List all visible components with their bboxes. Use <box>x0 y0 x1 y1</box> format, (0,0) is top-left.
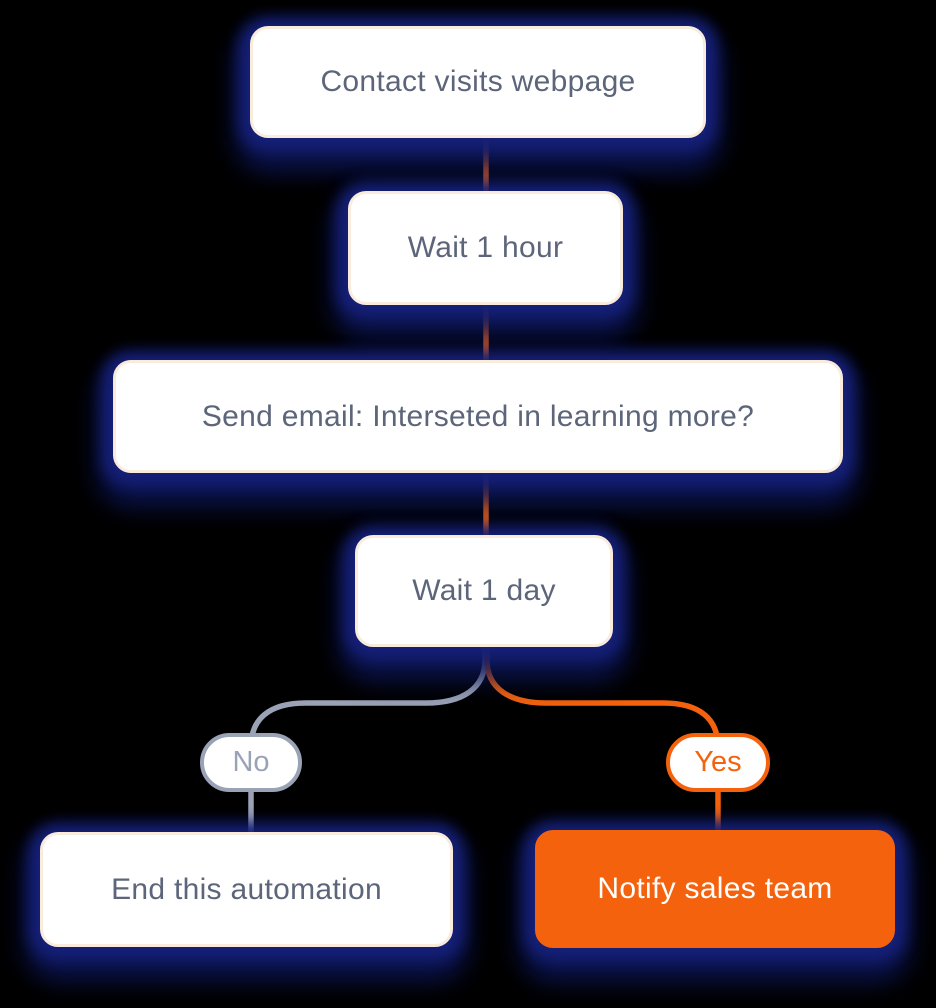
node-notify-sales-team-label: Notify sales team <box>597 872 833 905</box>
node-send-email-label: Send email: Interseted in learning more? <box>201 399 755 433</box>
node-wait-1-day-label: Wait 1 day <box>412 574 556 607</box>
edge-wait-day-to-yes <box>484 641 721 837</box>
branch-label-no-text: No <box>232 746 270 778</box>
node-wait-1-day: Wait 1 day <box>355 535 613 647</box>
branch-label-no: No <box>200 733 302 792</box>
node-send-email: Send email: Interseted in learning more? <box>113 360 843 473</box>
node-notify-sales-team: Notify sales team <box>535 830 895 948</box>
node-contact-visits-webpage: Contact visits webpage <box>250 26 706 138</box>
node-wait-1-hour: Wait 1 hour <box>348 191 623 305</box>
branch-label-yes-text: Yes <box>694 746 742 778</box>
node-end-this-automation: End this automation <box>40 832 453 947</box>
branch-label-yes: Yes <box>666 733 770 792</box>
node-end-this-automation-label: End this automation <box>111 872 382 906</box>
node-contact-visits-webpage-label: Contact visits webpage <box>320 65 636 98</box>
node-wait-1-hour-label: Wait 1 hour <box>407 231 564 264</box>
edge-wait-day-to-no <box>248 641 488 839</box>
